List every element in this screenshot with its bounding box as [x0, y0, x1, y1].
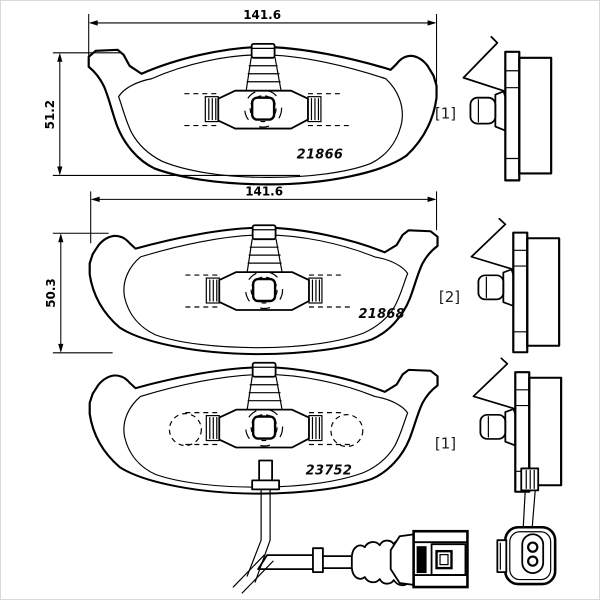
dim-arrow-up — [57, 52, 63, 62]
pad-side-view-2 — [470, 217, 561, 354]
sensor-wire — [246, 488, 271, 583]
connector-terminal-slot — [435, 549, 453, 570]
dim-arrow-left — [90, 196, 100, 203]
row-1-outer-pad: 141.6 51.2 21866 [1] — [43, 8, 553, 186]
part-number-1: 21866 — [297, 147, 344, 162]
dim-arrow-right — [427, 196, 437, 203]
cable-segment-2 — [322, 555, 353, 570]
width-dimension-label-1: 141.6 — [243, 8, 281, 22]
pad-side-view-1 — [462, 35, 553, 182]
dim-arrow-up — [58, 233, 64, 243]
piston-contact-circle-left — [168, 413, 202, 447]
height-dimension-1: 51.2 — [43, 52, 300, 176]
cable-segment-1 — [257, 554, 314, 570]
row-3-sensor-pad: 23752 [1] — [88, 357, 563, 594]
connector-terminal-slot-inner — [439, 554, 449, 566]
piston-contact-circle-right — [330, 414, 364, 448]
sensor-tab — [258, 459, 273, 483]
row-2-inner-pad: 141.6 50.3 21868 [2] — [44, 184, 561, 356]
width-dimension-1: 141.6 — [88, 8, 438, 83]
clip-assembly-2 — [184, 224, 355, 312]
dim-arrow-down — [58, 343, 64, 353]
sensor-connector-front — [412, 529, 469, 589]
dim-arrow-down — [57, 166, 63, 176]
connector-latch-block — [416, 546, 427, 574]
connector-pin-stadium — [521, 533, 545, 574]
sensor-tab-flange — [251, 479, 280, 491]
connector-pin-hole-bottom — [527, 555, 539, 567]
connector-pin-hole-top — [527, 541, 539, 553]
width-dimension-label-2: 141.6 — [245, 184, 283, 198]
height-dimension-label-2: 50.3 — [44, 278, 58, 307]
cable-ferrule — [312, 547, 324, 573]
dim-arrow-left — [88, 20, 98, 26]
dim-arrow-right — [427, 20, 437, 26]
wire-break-marks — [232, 554, 274, 594]
sensor-connector-side — [496, 525, 557, 586]
wear-sensor-lead-front — [232, 459, 469, 594]
quantity-label-1: [1] — [435, 105, 456, 123]
connector-cavity — [430, 543, 467, 576]
part-number-3: 23752 — [306, 463, 353, 478]
connector-side-tab — [496, 539, 508, 573]
height-dimension-2: 50.3 — [44, 232, 113, 354]
width-dimension-2: 141.6 — [90, 184, 438, 244]
pad-side-view-3 — [472, 357, 563, 493]
boot-hex-collar — [389, 533, 416, 586]
clip-assembly-1 — [183, 42, 354, 130]
connector-body-inner — [509, 531, 552, 581]
quantity-label-3: [1] — [435, 435, 456, 453]
sensor-wire-side — [522, 489, 536, 528]
connector-body — [504, 525, 557, 586]
wear-sensor-lead-side — [496, 467, 557, 586]
sensor-wire-exit-hatch — [525, 469, 535, 489]
quantity-label-2: [2] — [439, 288, 460, 306]
height-dimension-label-1: 51.2 — [43, 100, 57, 129]
part-number-2: 21868 — [358, 307, 405, 322]
